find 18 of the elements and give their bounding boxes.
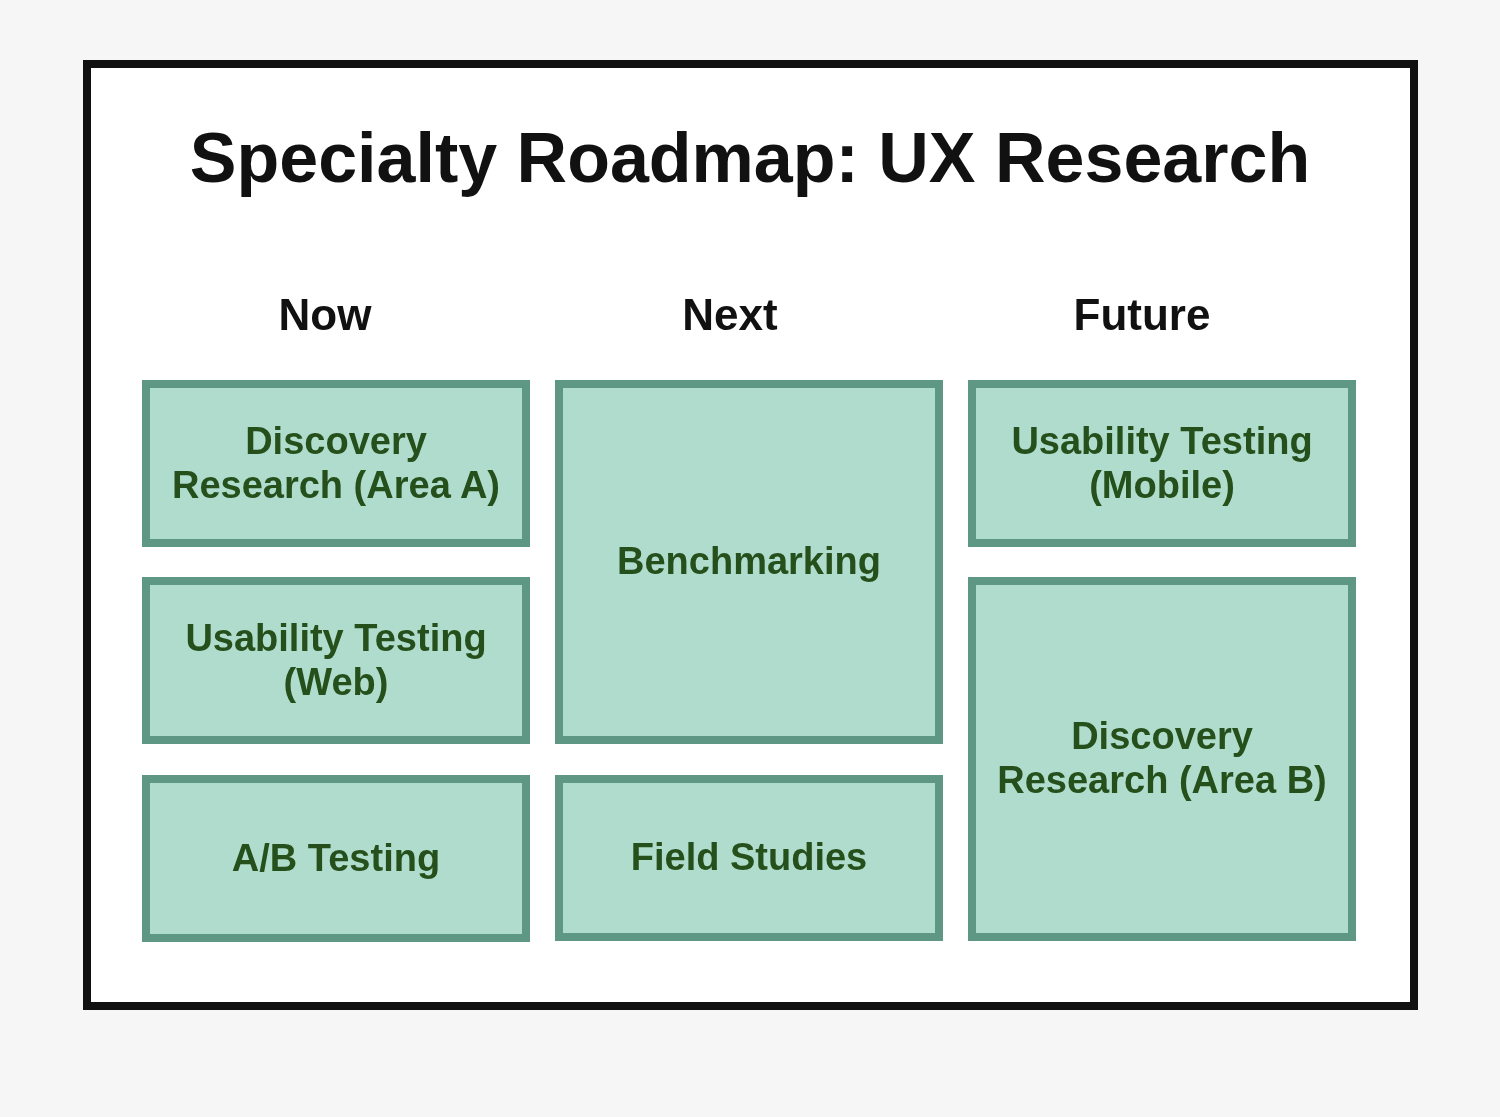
roadmap-item-box (142, 775, 530, 942)
item-label: Usability Testing (Web) (184, 616, 488, 705)
diagram-title: Specialty Roadmap: UX Research (189, 118, 1311, 198)
item-label: Benchmarking (617, 540, 881, 584)
item-label: Discovery Research (Area B) (996, 715, 1328, 803)
column-heading: Next (682, 290, 778, 340)
column-heading: Future (1073, 290, 1211, 340)
roadmap-item-box (142, 380, 530, 547)
roadmap-item-box (968, 380, 1356, 547)
item-label: A/B Testing (231, 836, 441, 881)
roadmap-item-box (142, 577, 530, 744)
column-heading: Now (278, 290, 372, 340)
item-label: Usability Testing (Mobile) (1010, 419, 1314, 508)
roadmap-item-box (968, 577, 1356, 941)
roadmap-item-box (555, 380, 943, 744)
item-label: Discovery Research (Area A) (170, 419, 502, 508)
roadmap-item-box (555, 775, 943, 941)
item-label: Field Studies (630, 836, 868, 880)
